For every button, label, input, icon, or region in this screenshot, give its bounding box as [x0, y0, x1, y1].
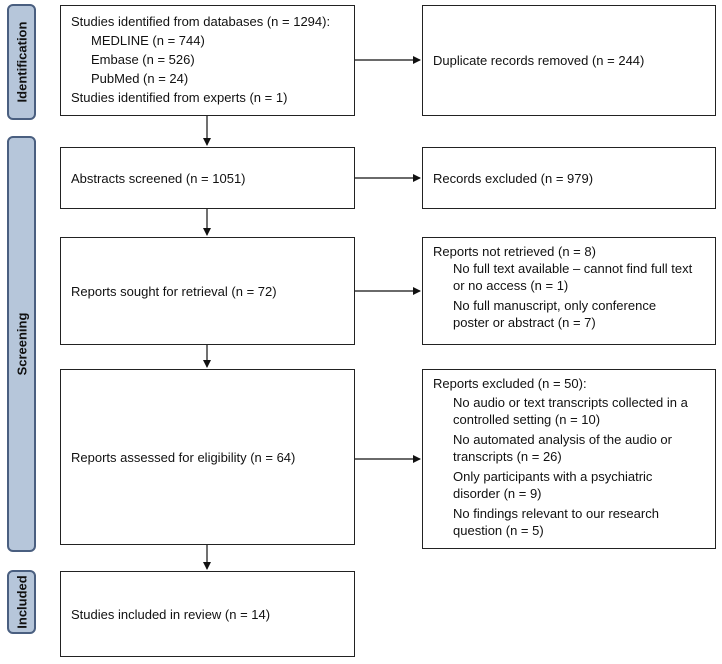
- phase-identification: Identification: [7, 4, 36, 120]
- phase-screening: Screening: [7, 136, 36, 552]
- abstracts-text: Abstracts screened (n = 1051): [71, 170, 246, 186]
- assessed-text: Reports assessed for eligibility (n = 64…: [71, 449, 296, 465]
- reports-excluded-title: Reports excluded (n = 50):: [433, 376, 587, 391]
- not-retrieved-reason-2a: No full manuscript, only conference: [453, 298, 657, 313]
- reports-excluded-reason-4b: question (n = 5): [453, 523, 544, 538]
- reports-excluded-reason-3b: disorder (n = 9): [453, 486, 542, 501]
- records-excluded-text: Records excluded (n = 979): [433, 170, 594, 186]
- identified-embase: Embase (n = 526): [91, 52, 195, 67]
- identified-experts: Studies identified from experts (n = 1): [71, 90, 288, 105]
- reports-excluded-reason-2a: No automated analysis of the audio or: [453, 432, 672, 447]
- identified-pubmed: PubMed (n = 24): [91, 71, 189, 86]
- sought-text: Reports sought for retrieval (n = 72): [71, 283, 277, 299]
- duplicates-box: Duplicate records removed (n = 244): [422, 5, 716, 116]
- reports-excluded-reason-1b: controlled setting (n = 10): [453, 412, 601, 427]
- reports-excluded-reason-3a: Only participants with a psychiatric: [453, 469, 653, 484]
- not-retrieved-title: Reports not retrieved (n = 8): [433, 244, 596, 259]
- reports-excluded-reason-1a: No audio or text transcripts collected i…: [453, 395, 688, 410]
- identified-box: Studies identified from databases (n = 1…: [60, 5, 355, 116]
- phase-included: Included: [7, 570, 36, 634]
- assessed-box: Reports assessed for eligibility (n = 64…: [60, 369, 355, 545]
- abstracts-box: Abstracts screened (n = 1051): [60, 147, 355, 209]
- identified-medline: MEDLINE (n = 744): [91, 33, 205, 48]
- reports-excluded-reason-2b: transcripts (n = 26): [453, 449, 562, 464]
- not-retrieved-reason-2b: poster or abstract (n = 7): [453, 315, 596, 330]
- duplicates-text: Duplicate records removed (n = 244): [433, 53, 645, 68]
- not-retrieved-box: Reports not retrieved (n = 8) No full te…: [422, 237, 716, 345]
- not-retrieved-reason-1a: No full text available – cannot find ful…: [453, 261, 693, 276]
- reports-excluded-reason-4a: No findings relevant to our research: [453, 506, 659, 521]
- included-box: Studies included in review (n = 14): [60, 571, 355, 657]
- not-retrieved-reason-1b: or no access (n = 1): [453, 278, 569, 293]
- sought-box: Reports sought for retrieval (n = 72): [60, 237, 355, 345]
- identified-title: Studies identified from databases (n = 1…: [71, 14, 331, 29]
- records-excluded-box: Records excluded (n = 979): [422, 147, 716, 209]
- included-text: Studies included in review (n = 14): [71, 606, 271, 622]
- reports-excluded-box: Reports excluded (n = 50): No audio or t…: [422, 369, 716, 549]
